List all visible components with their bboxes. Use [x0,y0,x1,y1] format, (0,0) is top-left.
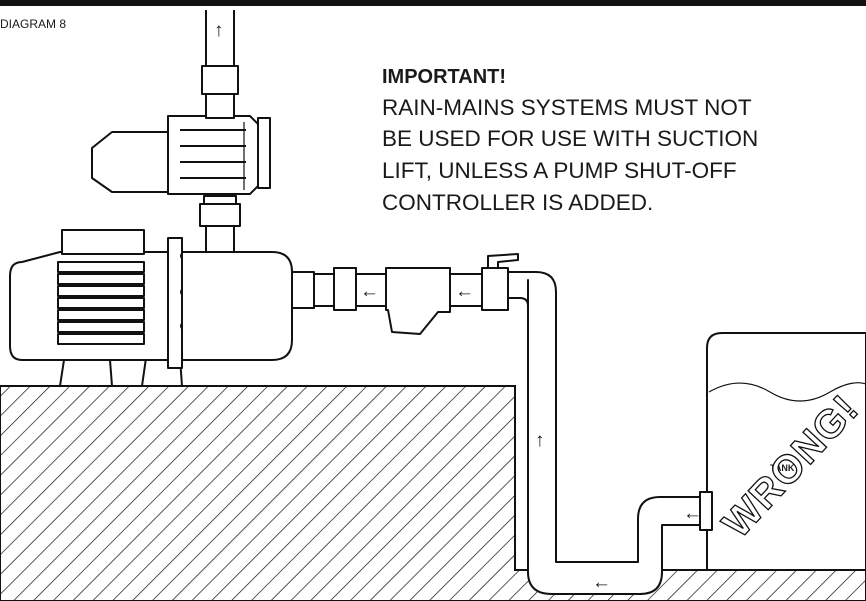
pressure-controller [91,115,271,195]
flow-arrow-up-outlet: ↑ [214,20,224,41]
flow-arrow-left-strainer: ← [455,281,474,302]
suction-pipe: ↑ ← ← [504,271,713,595]
warning-line-3: LIFT, UNLESS A PUMP SHUT-OFF [382,158,737,183]
flow-arrow-left-inlet: ← [360,281,379,302]
flow-arrow-up-pipe: ↑ [535,430,545,451]
tank-label: TANK [770,463,795,473]
diagram-label: DIAGRAM 8 [0,17,66,31]
pump-unit [9,195,293,387]
warning-note: IMPORTANT! RAIN-MAINS SYSTEMS MUST NOT B… [382,66,758,215]
motor-fins [57,261,145,345]
warning-line-1: RAIN-MAINS SYSTEMS MUST NOT [382,95,752,120]
flow-arrow-left-bottom: ← [592,572,611,593]
tank: TANK [706,332,866,571]
warning-line-4: CONTROLLER IS ADDED. [382,190,653,215]
warning-line-2: BE USED FOR USE WITH SUCTION [382,126,758,151]
warning-heading: IMPORTANT! [382,66,506,88]
inlet-line: ← ← [291,253,519,335]
ground-hatch [0,385,866,601]
top-border [0,0,866,6]
outlet-pipe: ↑ [201,10,239,119]
flow-arrow-left-tank: ← [683,503,702,524]
